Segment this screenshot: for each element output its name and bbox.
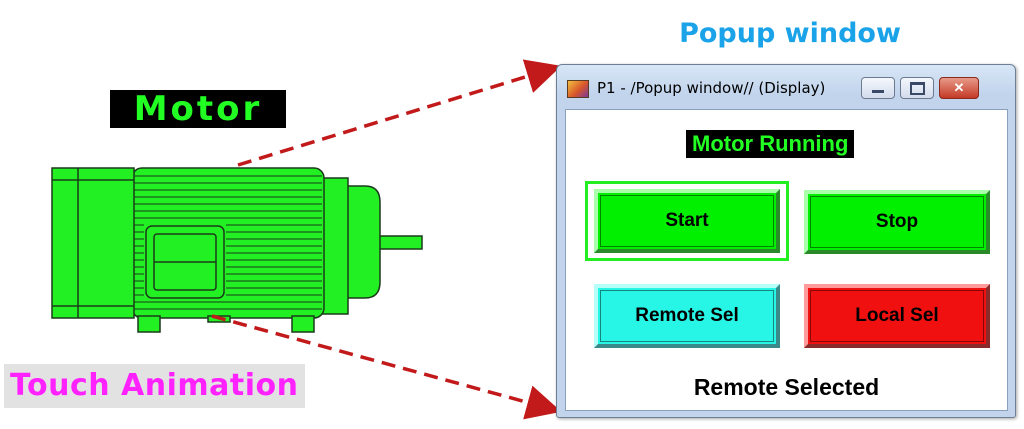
start-button-label: Start <box>665 210 709 231</box>
arrow-to-popup-bottom <box>211 314 562 420</box>
remote-select-label: Remote Sel <box>635 305 739 326</box>
minimize-icon <box>872 89 884 93</box>
remote-select-button[interactable]: Remote Sel <box>594 284 780 348</box>
maximize-button[interactable] <box>900 77 934 99</box>
window-title: P1 - /Popup window// (Display) <box>597 79 826 97</box>
app-icon[interactable] <box>567 80 589 98</box>
local-select-label: Local Sel <box>855 305 939 326</box>
selection-status: Remote Selected <box>693 374 880 400</box>
local-select-button[interactable]: Local Sel <box>804 284 990 348</box>
maximize-icon <box>909 81 925 95</box>
motor-label: Motor <box>110 90 286 128</box>
stop-button-label: Stop <box>875 211 919 232</box>
popup-window-heading: Popup window <box>679 18 901 49</box>
close-button[interactable]: ✕ <box>939 77 979 99</box>
motor-running-status: Motor Running <box>686 130 855 158</box>
window-content: Motor Running Start Stop Remote Sel Loca… <box>565 109 1008 411</box>
close-icon: ✕ <box>953 80 965 95</box>
stop-button[interactable]: Stop <box>804 190 990 254</box>
start-button-focus-ring <box>585 181 789 261</box>
motor-cooling-fins <box>134 175 322 310</box>
minimize-button[interactable] <box>861 77 895 99</box>
start-button[interactable]: Start <box>594 189 780 253</box>
popup-window: P1 - /Popup window// (Display) ✕ Motor R… <box>556 64 1016 418</box>
window-titlebar[interactable]: P1 - /Popup window// (Display) ✕ <box>557 65 1015 107</box>
arrow-to-popup-top <box>237 59 562 167</box>
touch-animation-label: Touch Animation <box>4 364 305 408</box>
motor-graphic[interactable] <box>51 167 423 333</box>
